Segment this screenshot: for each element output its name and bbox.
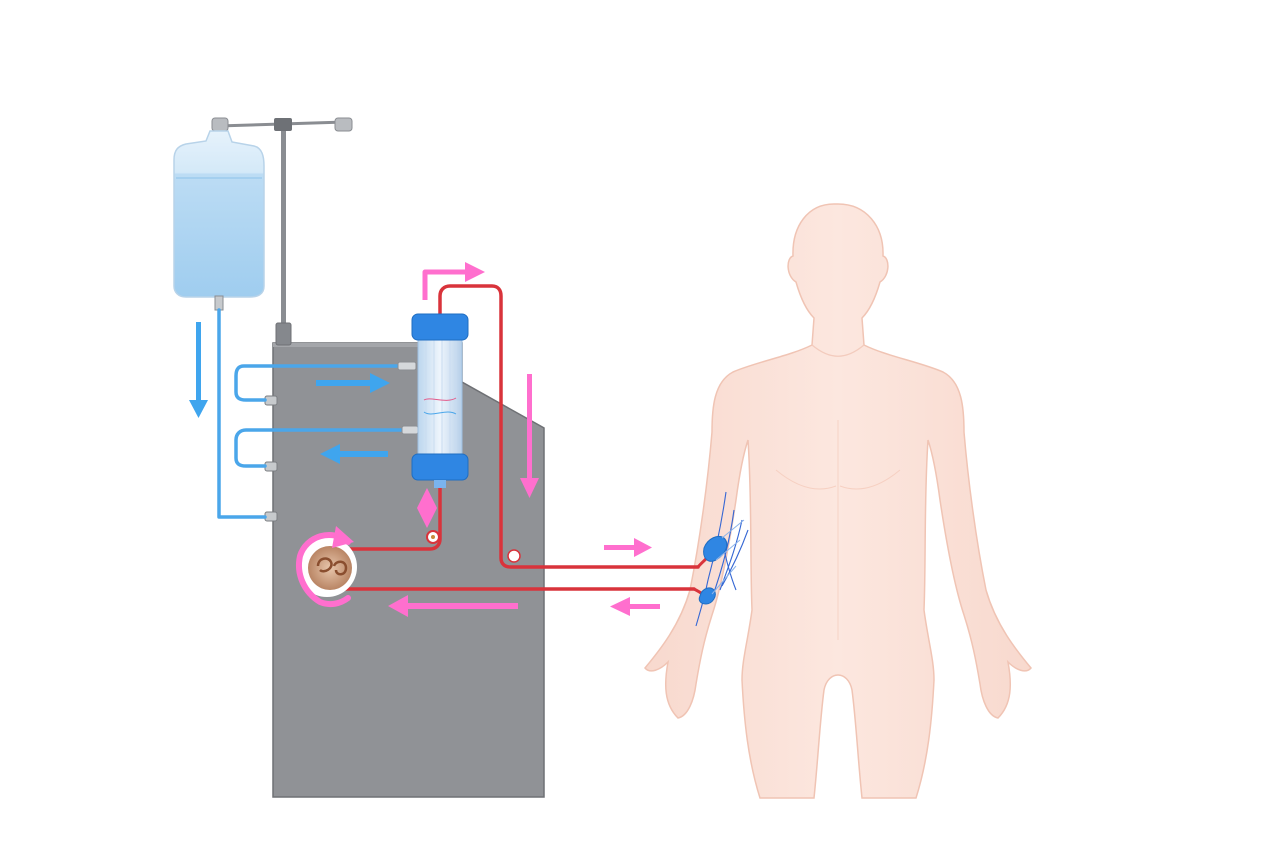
pole-clamp [274,118,292,131]
fistula-needle-icon [703,535,728,562]
arrow-saline-down [189,322,208,418]
arrow-blood-top [422,262,485,300]
dialyzer [411,313,469,488]
saline-line [217,308,267,519]
pole-hook-left [211,117,229,132]
machine-top-edge [273,343,462,347]
arrow-to-patient [604,538,652,557]
port-3 [264,511,278,522]
arrow-into-machine [388,595,518,617]
pump-rotation-arc [296,531,351,608]
chest-line [775,469,901,490]
blood-pump [296,526,357,608]
arterial-line-to-dialyzer [344,482,442,551]
bag-outlet [214,295,224,311]
tape-lines [711,519,745,595]
dialysate-inflow-line [234,364,402,402]
pole-base [275,322,292,346]
dialysate-tubing [217,308,406,519]
blood-tubing [334,284,700,591]
patient-silhouette [644,203,1032,799]
arrow-from-patient [610,597,660,616]
iv-bag-icon [173,130,265,298]
arrow-dialysate-in [316,373,390,393]
forearm-veins [695,491,749,627]
arm-access [693,519,745,605]
dialysate-outflow-line [234,428,406,468]
pump-rollers [316,557,348,576]
dialysate-out-connector [401,425,419,435]
pump-rotation-arrowhead [332,526,354,548]
collarbone-line [811,344,865,357]
dialyzer-bottom-cap [411,453,469,481]
dialyzer-filter-icon [417,333,463,461]
dialyzer-top-cap [411,313,469,341]
dialysate-in-connector [397,361,417,371]
dialyzer-outlet [434,480,446,488]
arrow-blood-down [520,374,539,498]
arrow-dialysate-out [320,444,388,464]
dialyzer-dialysate-trace [423,411,457,415]
port-1 [264,395,278,406]
dialyzer-blood-trace [423,397,457,401]
pressure-sensor-1-center [431,535,435,539]
arrow-bidirectional-diamond [417,488,437,528]
flow-arrows [189,262,660,617]
pressure-sensor-2 [507,549,521,563]
saline-bag [173,130,265,311]
dialyzer-top-line [438,284,700,569]
iv-pole-icon [281,125,286,330]
pole-hook-right [334,117,353,132]
venous-needle-hub [698,587,716,605]
iv-pole [211,117,353,346]
port-2 [264,461,278,472]
